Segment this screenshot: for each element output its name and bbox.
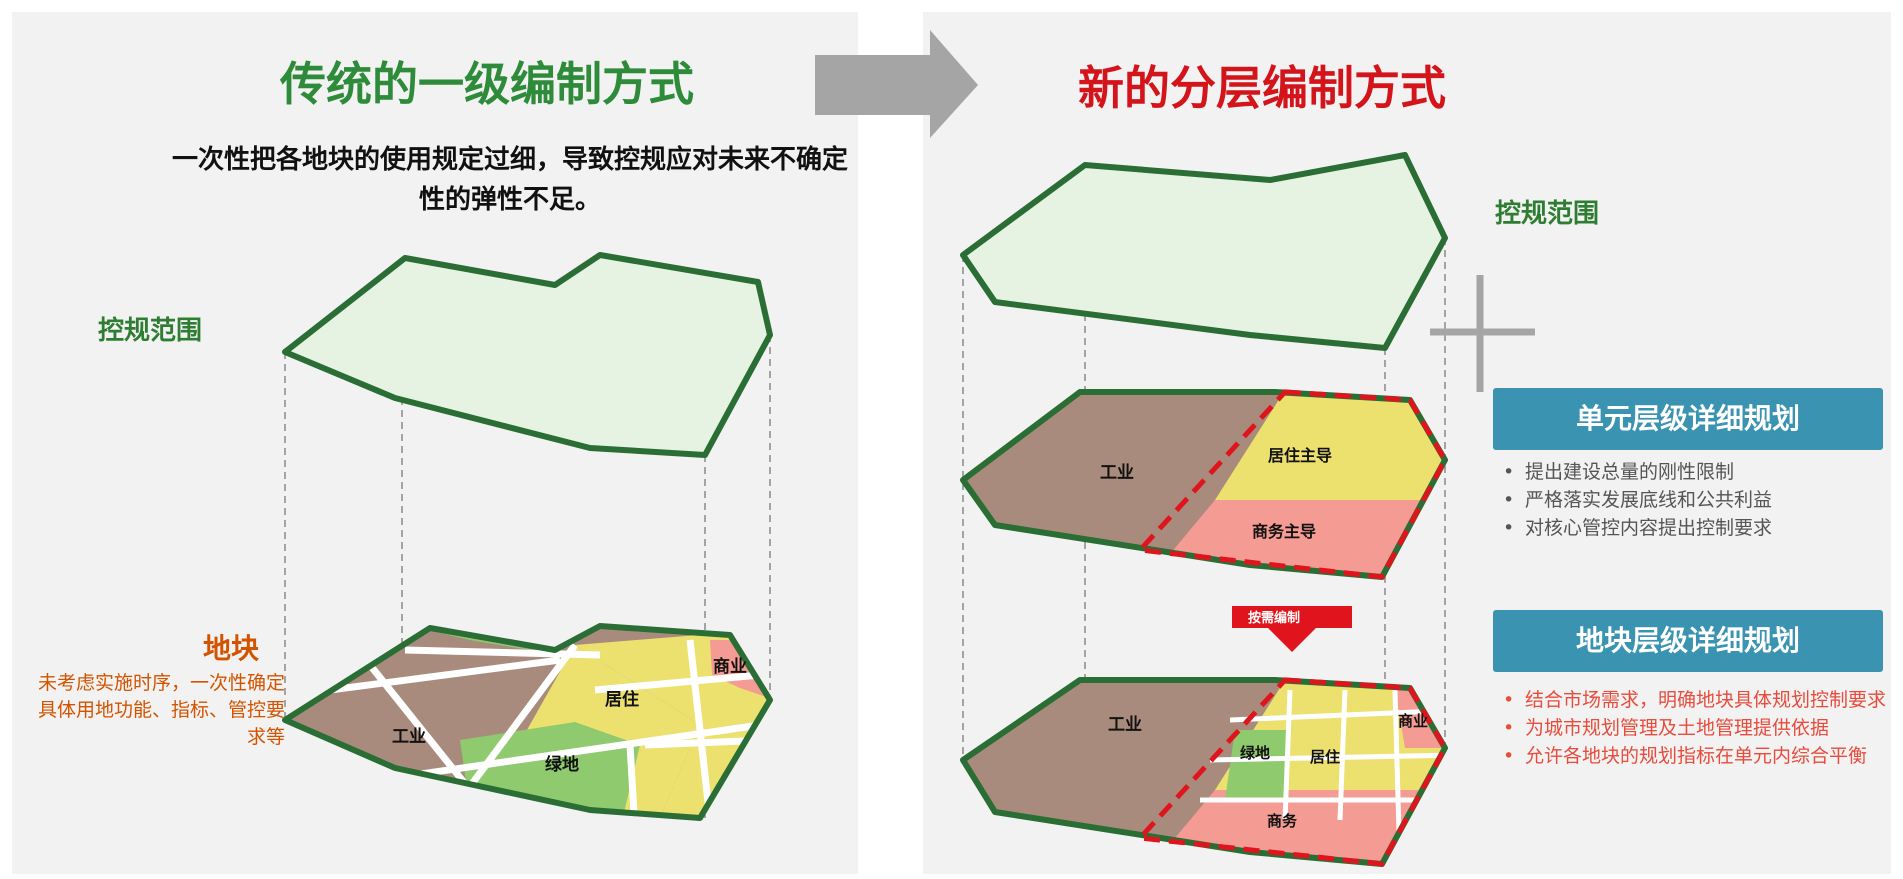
right-plot-zone-industrial: 工业 (1108, 715, 1142, 735)
left-zone-commercial: 商业 (713, 656, 747, 677)
right-unit-layer: 工业 居住主导 商务主导 (960, 389, 1448, 580)
right-plot-zone-commercial: 商业 (1398, 712, 1428, 730)
unit-point: 对核心管控内容提出控制要求 (1497, 514, 1772, 542)
plot-point: 结合市场需求，明确地块具体规划控制要求 (1497, 686, 1892, 714)
plot-point: 为城市规划管理及土地管理提供依据 (1497, 714, 1892, 742)
right-plot-zone-business: 商务 (1267, 812, 1298, 830)
left-plot-layer: 工业 居住 绿地 商业 (282, 623, 773, 821)
right-plot-zone-green: 绿地 (1240, 744, 1270, 762)
left-scope-label: 控规范围 (98, 316, 203, 346)
unit-level-banner: 单元层级详细规划 (1493, 388, 1883, 450)
arrow-label: 按需编制 (1248, 610, 1300, 626)
right-scope-layer (960, 152, 1448, 351)
plot-level-points: 结合市场需求，明确地块具体规划控制要求 为城市规划管理及土地管理提供依据 允许各… (1497, 686, 1892, 770)
right-plot-zone-residential: 居住 (1310, 748, 1340, 766)
unit-level-points: 提出建设总量的刚性限制 严格落实发展底线和公共利益 对核心管控内容提出控制要求 (1497, 458, 1772, 542)
on-demand-arrow-icon: 按需编制 (1232, 606, 1352, 652)
left-title: 传统的一级编制方式 (280, 57, 694, 111)
plot-description: 未考虑实施时序，一次性确定具体用地功能、指标、管控要求等 (37, 672, 285, 748)
right-scope-label: 控规范围 (1495, 199, 1600, 229)
left-subtitle: 一次性把各地块的使用规定过细，导致控规应对未来不确定性的弹性不足。 (171, 145, 848, 215)
right-plot-layer: 工业 绿地 居住 商务 商业 (960, 677, 1448, 867)
left-scope-layer (282, 252, 773, 458)
transition-arrow-icon (815, 30, 978, 138)
plot-point: 允许各地块的规划指标在单元内综合平衡 (1497, 742, 1892, 770)
right-unit-zone-residential: 居住主导 (1268, 446, 1332, 465)
unit-point: 提出建设总量的刚性限制 (1497, 458, 1772, 486)
left-zone-green: 绿地 (545, 754, 579, 775)
left-zone-residential: 居住 (605, 689, 639, 710)
right-title: 新的分层编制方式 (1078, 61, 1446, 115)
plot-level-banner: 地块层级详细规划 (1493, 610, 1883, 672)
right-unit-zone-business: 商务主导 (1252, 522, 1316, 541)
unit-point: 严格落实发展底线和公共利益 (1497, 486, 1772, 514)
right-unit-zone-industrial: 工业 (1100, 463, 1134, 483)
plot-heading: 地块 (203, 632, 260, 665)
plus-icon (1430, 275, 1535, 392)
left-zone-industrial: 工业 (392, 727, 426, 747)
